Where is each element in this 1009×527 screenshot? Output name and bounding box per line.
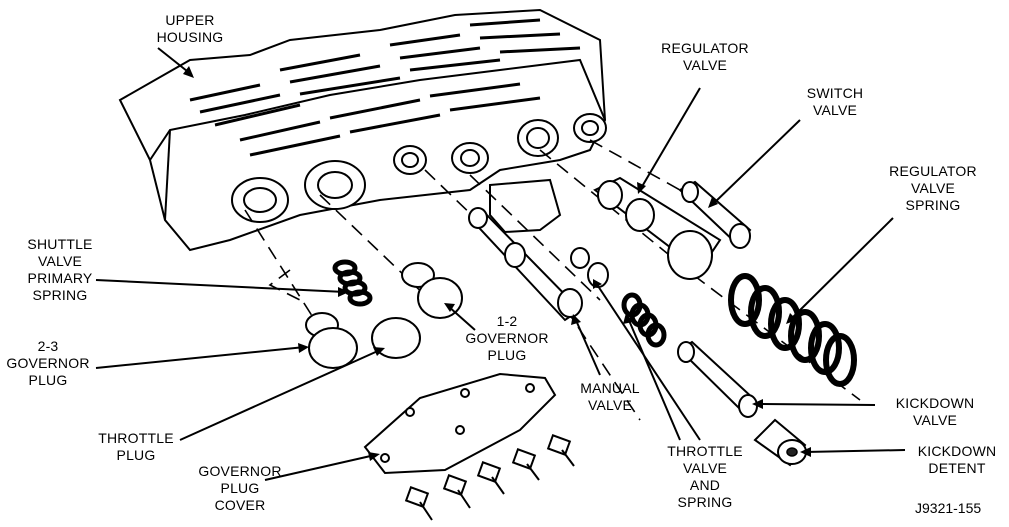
- upper-housing-drawing: [118, 8, 607, 252]
- label-regulator-valve: REGULATOR VALVE: [661, 40, 749, 73]
- figure-reference: J9321-155: [915, 500, 982, 516]
- label-upper-housing: UPPER HOUSING: [156, 12, 224, 45]
- label-regulator-valve-spring: REGULATOR VALVE SPRING: [889, 163, 977, 213]
- label-switch-valve: SWITCH VALVE: [806, 85, 864, 118]
- regulator-valve-spring-part: [728, 273, 857, 387]
- governor-plug-2-3-part: [305, 312, 358, 369]
- governor-plug-cover-part: [363, 372, 557, 475]
- switch-valve-part: [678, 180, 752, 249]
- label-shuttle-valve-primary-spring: SHUTTLE VALVE PRIMARY SPRING: [27, 236, 93, 303]
- leader-lines: [95, 47, 906, 481]
- throttle-valve-part: [570, 247, 609, 288]
- regulator-valve-part: [593, 176, 722, 280]
- label-manual-valve: MANUAL VALVE: [580, 380, 640, 413]
- label-kickdown-valve: KICKDOWN VALVE: [895, 395, 975, 428]
- label-governor-plug-2-3: 2-3 GOVERNOR PLUG: [6, 338, 90, 388]
- throttle-spring-part: [621, 292, 667, 348]
- label-governor-plug-1-2: 1-2 GOVERNOR PLUG: [465, 313, 549, 363]
- kickdown-valve-part: [677, 340, 758, 418]
- leader-arrowheads: [183, 66, 811, 461]
- kickdown-detent-part: [753, 418, 807, 467]
- manual-valve-part: [468, 207, 583, 322]
- label-governor-plug-cover: GOVERNOR PLUG COVER: [198, 463, 282, 513]
- label-kickdown-detent: KICKDOWN DETENT: [917, 443, 997, 476]
- label-throttle-plug: THROTTLE PLUG: [98, 430, 174, 463]
- cover-bolts: [404, 434, 575, 521]
- label-throttle-valve-and-spring: THROTTLE VALVE AND SPRING: [667, 443, 743, 510]
- shuttle-valve-spring-part: [332, 259, 373, 307]
